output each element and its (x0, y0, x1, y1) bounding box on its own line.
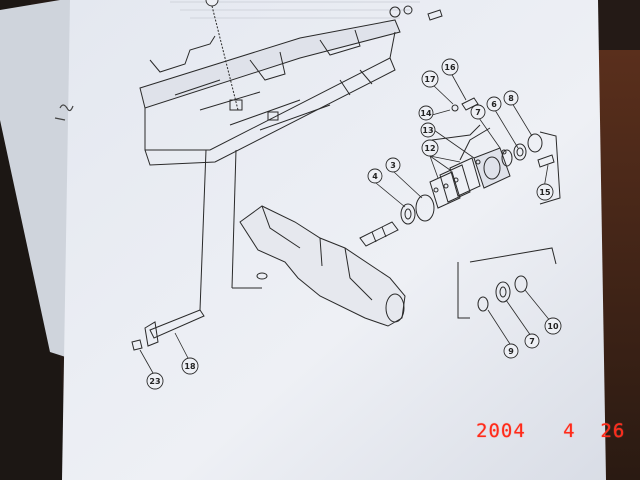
callout-partial-top (205, 0, 219, 7)
callout-4: 4 (367, 168, 383, 184)
svg-text:12: 12 (424, 144, 435, 153)
callout-6: 6 (486, 96, 502, 112)
callout-17: 17 (421, 70, 439, 88)
svg-text:23: 23 (149, 377, 160, 386)
callout-14: 14 (418, 105, 434, 121)
svg-text:7: 7 (475, 108, 481, 117)
svg-text:8: 8 (508, 94, 514, 103)
svg-text:17: 17 (424, 75, 435, 84)
svg-text:6: 6 (491, 100, 497, 109)
callout-15: 15 (536, 183, 554, 201)
svg-text:14: 14 (420, 109, 432, 118)
svg-text:10: 10 (547, 322, 559, 331)
svg-text:7: 7 (529, 337, 535, 346)
back-page-marks (54, 104, 74, 121)
paper-sheet (62, 0, 606, 480)
callout-9: 9 (503, 343, 519, 359)
date-stamp: 2004 4 26 (476, 420, 626, 442)
svg-text:18: 18 (184, 362, 196, 371)
callout-7-upper: 7 (470, 104, 486, 120)
svg-text:3: 3 (390, 161, 396, 170)
parts-diagram (131, 5, 561, 351)
callout-8: 8 (503, 90, 519, 106)
part-callouts: 23 18 4 3 12 13 14 17 16 7 6 8 15 9 7 10 (146, 0, 562, 390)
svg-text:9: 9 (508, 347, 514, 356)
callout-23: 23 (146, 372, 164, 390)
callout-10: 10 (544, 317, 562, 335)
callout-12: 12 (421, 139, 439, 157)
callout-16: 16 (441, 58, 459, 76)
callout-3: 3 (385, 157, 401, 173)
callout-18: 18 (181, 357, 199, 375)
callout-7-lower: 7 (524, 333, 540, 349)
svg-text:13: 13 (422, 126, 433, 135)
svg-text:16: 16 (444, 63, 456, 72)
callout-13: 13 (420, 122, 436, 138)
svg-text:15: 15 (539, 188, 551, 197)
svg-text:4: 4 (372, 172, 378, 181)
